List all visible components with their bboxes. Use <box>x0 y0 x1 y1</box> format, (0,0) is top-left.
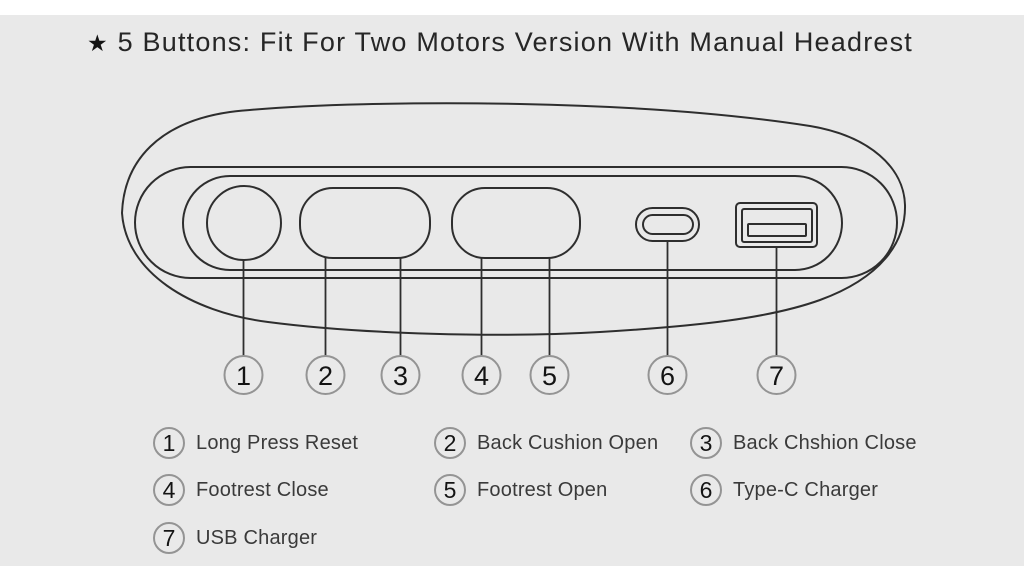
callout-2: 2 <box>305 355 346 395</box>
legend-item-7: 7 USB Charger <box>153 522 317 554</box>
panel-inner-bezel <box>182 175 843 271</box>
usb-port-inner <box>741 208 813 243</box>
callout-6: 6 <box>647 355 688 395</box>
callout-4-number: 4 <box>474 361 489 391</box>
callout-2-circle <box>305 355 346 395</box>
callout-7-circle <box>756 355 797 395</box>
legend-number: 7 <box>153 522 185 554</box>
legend-number: 2 <box>434 427 466 459</box>
legend-number: 1 <box>153 427 185 459</box>
callout-3: 3 <box>380 355 421 395</box>
legend-item-5: 5 Footrest Open <box>434 474 607 506</box>
legend-number: 5 <box>434 474 466 506</box>
legend-item-4: 4 Footrest Close <box>153 474 329 506</box>
star-icon: ★ <box>86 30 108 56</box>
legend-item-6: 6 Type-C Charger <box>690 474 878 506</box>
callout-7: 7 <box>756 355 797 395</box>
panel-outer-bezel <box>134 166 898 279</box>
usb-port-tongue <box>747 223 807 237</box>
legend-label: Footrest Open <box>477 478 608 501</box>
callout-5: 5 <box>529 355 570 395</box>
legend-number: 4 <box>153 474 185 506</box>
callout-2-number: 2 <box>318 361 333 391</box>
legend-label: USB Charger <box>196 526 318 549</box>
callout-6-number: 6 <box>660 361 675 391</box>
callout-3-circle <box>380 355 421 395</box>
callout-4-circle <box>461 355 502 395</box>
callout-1-number: 1 <box>236 361 251 391</box>
legend-item-2: 2 Back Cushion Open <box>434 427 658 459</box>
legend-label: Back Cushion Open <box>477 431 659 454</box>
callout-1-circle <box>223 355 264 395</box>
callout-3-number: 3 <box>393 361 408 391</box>
legend-label: Footrest Close <box>196 478 329 501</box>
button-3 <box>451 187 581 259</box>
type-c-port-inner <box>642 214 694 235</box>
callout-5-number: 5 <box>542 361 557 391</box>
legend-number: 6 <box>690 474 722 506</box>
button-2 <box>299 187 431 259</box>
title-text: 5 Buttons: Fit For Two Motors Version Wi… <box>117 27 914 57</box>
legend-item-3: 3 Back Chshion Close <box>690 427 917 459</box>
callout-5-circle <box>529 355 570 395</box>
callout-4: 4 <box>461 355 502 395</box>
legend-label: Back Chshion Close <box>733 431 917 454</box>
legend-number: 3 <box>690 427 722 459</box>
legend-item-1: 1 Long Press Reset <box>153 427 358 459</box>
legend-label: Long Press Reset <box>196 431 359 454</box>
callout-7-number: 7 <box>769 361 784 391</box>
remote-body-outline <box>120 102 907 336</box>
callout-6-circle <box>647 355 688 395</box>
legend-label: Type-C Charger <box>733 478 879 501</box>
callout-1: 1 <box>223 355 264 395</box>
page-title: ★ 5 Buttons: Fit For Two Motors Version W… <box>0 29 1000 57</box>
